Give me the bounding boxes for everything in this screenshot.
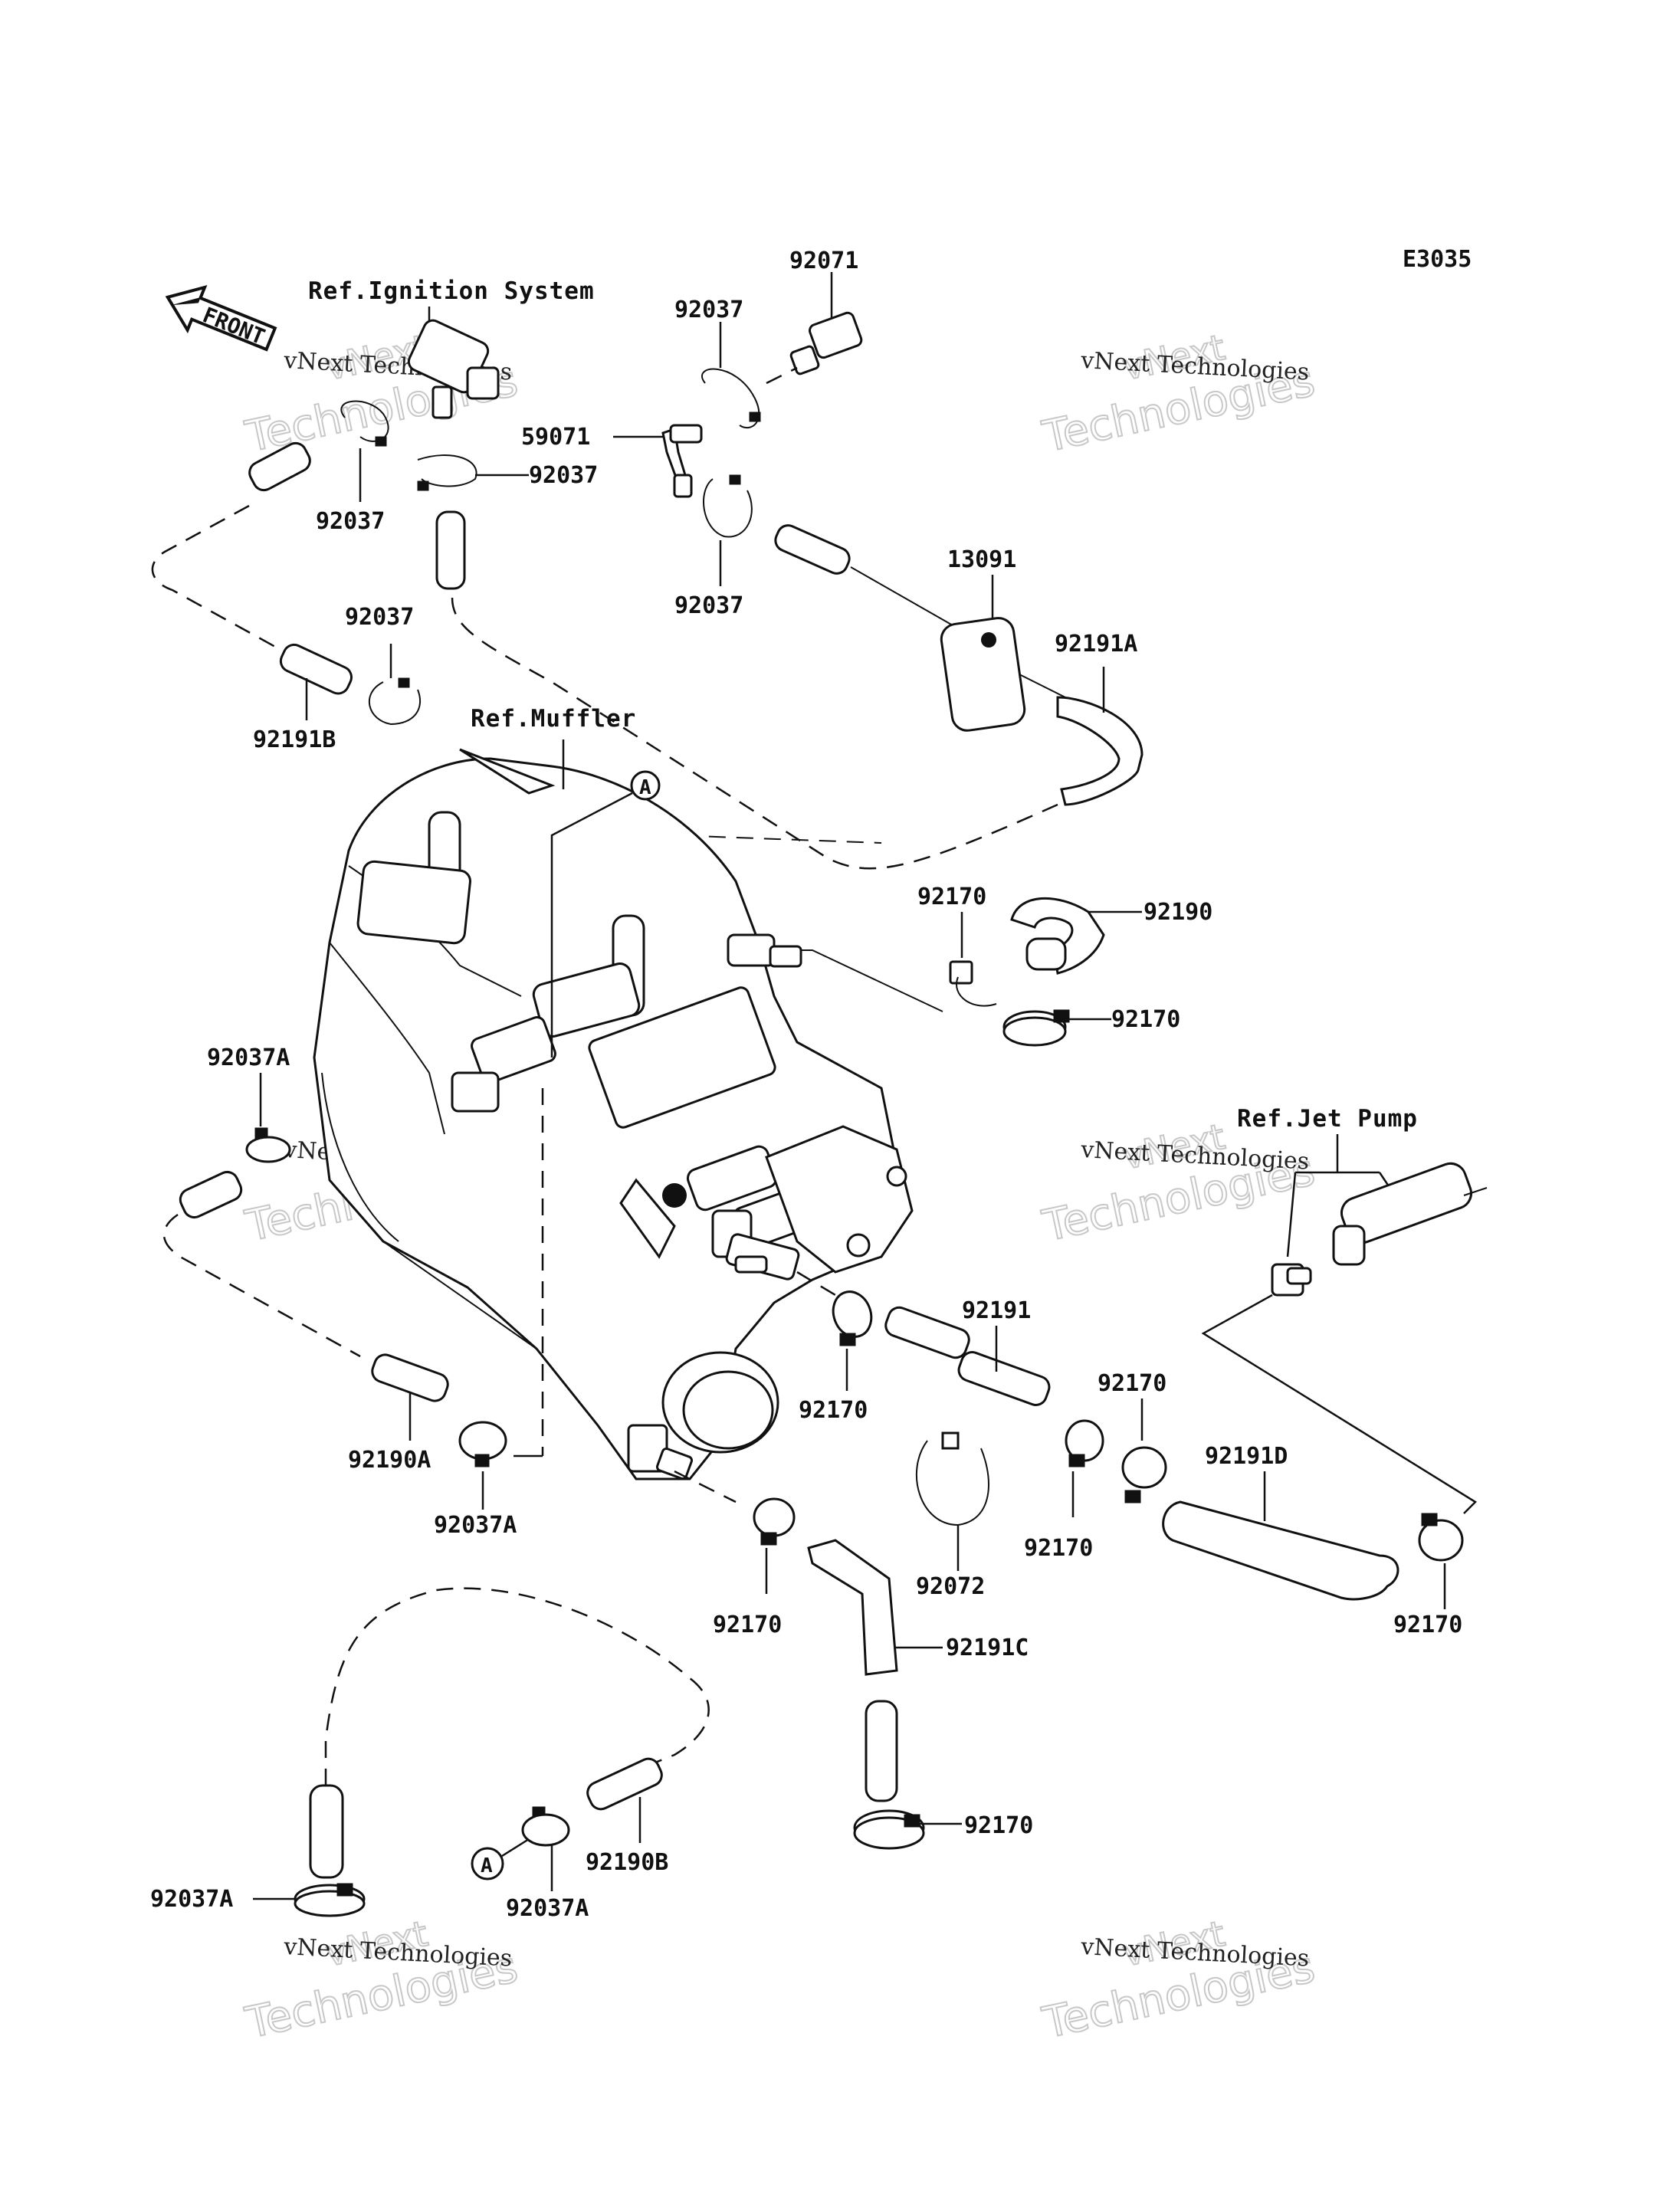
clamp-92170-h: [853, 1809, 962, 1850]
hose-top-left: [248, 441, 311, 492]
clamp-92170-c: [832, 1290, 873, 1391]
label-92170-g: 92170: [713, 1612, 782, 1638]
front-arrow-icon: FRONT: [165, 285, 277, 352]
label-92072: 92072: [916, 1573, 985, 1600]
hose-92190B: [586, 1757, 663, 1843]
callout-a-label-bottom: A: [481, 1854, 493, 1877]
label-92190: 92190: [1144, 899, 1212, 926]
ref-muffler: Ref.Muffler: [471, 705, 636, 733]
label-92191C: 92191C: [946, 1635, 1029, 1661]
label-92191D: 92191D: [1205, 1443, 1288, 1470]
jet-pump-fitting: [1271, 1134, 1488, 1297]
label-92190A: 92190A: [348, 1447, 431, 1474]
hose-to-92170-a: [801, 912, 997, 1012]
label-92037A-a: 92037A: [207, 1044, 290, 1071]
hose-vertical-mid: [435, 510, 466, 590]
clamp-92037-right: [703, 474, 753, 586]
clamp-92037A-b: [458, 1421, 507, 1510]
jet-pump-route: [1201, 1294, 1477, 1514]
clamp-92037A-a: [245, 1073, 291, 1163]
dashed-route-bottom: [324, 1587, 710, 1785]
hose-bottom-vertical: [309, 1784, 344, 1879]
dashed-route-left-lower: [162, 1213, 361, 1358]
label-92037-top: 92037: [674, 297, 743, 323]
hose-92191A: [1019, 667, 1144, 806]
dash-to-92170-c: [796, 1271, 836, 1297]
clamp-92072: [916, 1431, 989, 1571]
label-92170-a: 92170: [917, 884, 986, 910]
clamp-92037A-c: [253, 1883, 366, 1917]
elbow-59071: [613, 424, 703, 498]
clamp-92037-top: [701, 322, 761, 429]
label-92037A-c: 92037A: [506, 1895, 589, 1922]
label-13091: 13091: [947, 546, 1016, 573]
hose-92191: [884, 1306, 1051, 1406]
label-92170-e: 92170: [1024, 1535, 1093, 1562]
label-92037-lower: 92037: [345, 604, 414, 631]
clamp-92037-lower: [369, 644, 422, 726]
clamp-92170-b: [1002, 1009, 1111, 1047]
hose-92191D: [1162, 1471, 1399, 1601]
label-92190B: 92190B: [586, 1849, 668, 1876]
label-92191A: 92191A: [1055, 631, 1137, 657]
label-92037A-b: 92037A: [434, 1512, 517, 1539]
ref-jet-pump: Ref.Jet Pump: [1237, 1105, 1418, 1133]
callout-a-top: A: [550, 770, 661, 1058]
label-92037A-d: 92037A: [150, 1886, 233, 1913]
clamp-92170-f: [1418, 1513, 1464, 1609]
dashed-route-left: [151, 504, 284, 653]
callout-a-bottom: A: [471, 1838, 530, 1881]
fitting-92071: [766, 272, 863, 385]
label-92037-mid: 92037: [529, 462, 598, 489]
filter-13091: [940, 575, 1026, 732]
hose-92191B: [279, 643, 353, 720]
label-92170-d: 92170: [1098, 1370, 1166, 1397]
label-92191B: 92191B: [253, 726, 336, 753]
label-92170-c: 92170: [799, 1397, 868, 1424]
hose-92190: [1010, 897, 1142, 975]
label-92170-f: 92170: [1393, 1612, 1462, 1638]
diagram-code: E3035: [1403, 246, 1472, 273]
clamp-92037-left: [340, 400, 389, 502]
label-59071: 59071: [521, 424, 590, 451]
ignition-fitting: [407, 307, 500, 419]
hose-92190A: [371, 1353, 449, 1441]
front-label: FRONT: [199, 302, 269, 349]
clamp-92170-d: [1065, 1419, 1104, 1517]
exhaust-manifold: [313, 757, 914, 1481]
clamp-92037-mid: [417, 454, 529, 491]
label-92170-b: 92170: [1111, 1006, 1180, 1033]
muffler-nozzle: [459, 748, 556, 795]
clamp-92170-e: [1121, 1399, 1167, 1503]
ref-ignition-system: Ref.Ignition System: [308, 277, 595, 305]
label-92071: 92071: [789, 248, 858, 274]
label-92037-right: 92037: [674, 592, 743, 619]
hose-to-13091: [774, 524, 959, 629]
clamp-92037A-d: [521, 1806, 570, 1891]
dashed-route-top: [451, 597, 1058, 870]
label-92037-left: 92037: [316, 508, 385, 535]
label-92170-h: 92170: [964, 1812, 1033, 1839]
callout-a-label: A: [639, 776, 651, 799]
label-92191: 92191: [962, 1297, 1031, 1324]
clamp-92170-g: [674, 1470, 796, 1594]
hose-left-lower: [179, 1170, 243, 1219]
hose-92191C: [807, 1539, 943, 1802]
